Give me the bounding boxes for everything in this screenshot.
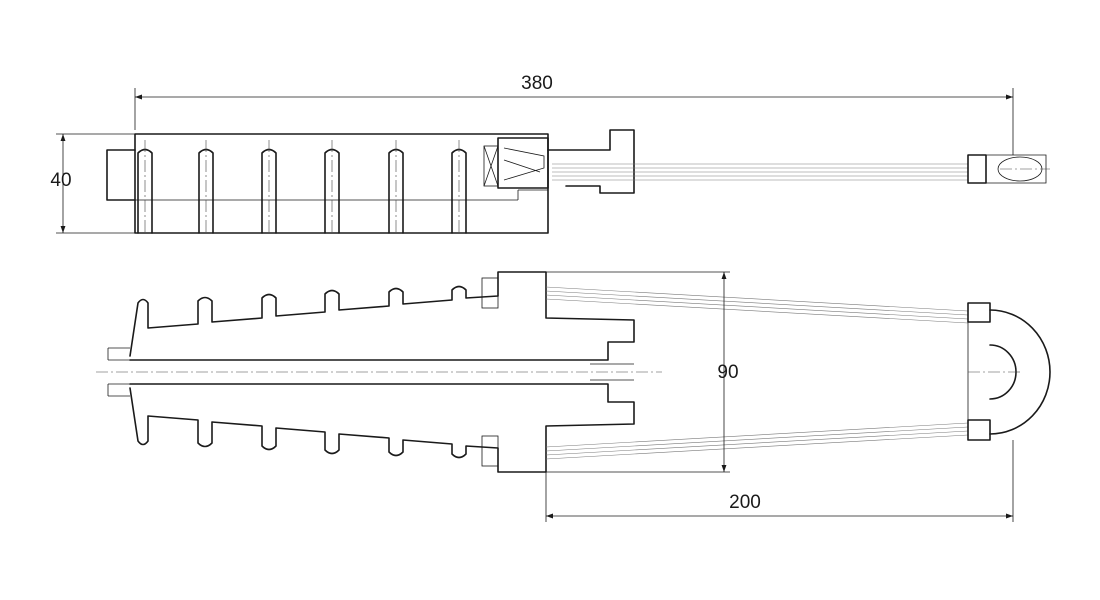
cable-lower <box>545 422 969 460</box>
lower-wedge <box>129 383 635 473</box>
cable-loop-end <box>967 302 1051 441</box>
left-stub <box>106 149 136 201</box>
dimension-label-200: 200 <box>729 492 761 513</box>
ribs-top <box>137 140 467 234</box>
right-lug-top <box>547 129 635 194</box>
clamp-body-top <box>134 133 549 234</box>
dimension-90: 90 <box>546 271 739 473</box>
dimension-380: 380 <box>134 73 1014 155</box>
dimension-label-40: 40 <box>50 170 71 191</box>
dimension-label-380: 380 <box>521 73 553 94</box>
cable-upper <box>545 286 969 324</box>
dimension-label-90: 90 <box>717 362 738 383</box>
dimension-40: 40 <box>50 133 135 234</box>
loop-end-top <box>967 154 1050 184</box>
bottom-view <box>96 271 1051 473</box>
upper-wedge <box>129 271 635 361</box>
top-view <box>106 129 1050 234</box>
wedge-top <box>483 137 549 189</box>
dimension-200: 200 <box>545 440 1014 522</box>
cable-top <box>552 163 968 181</box>
